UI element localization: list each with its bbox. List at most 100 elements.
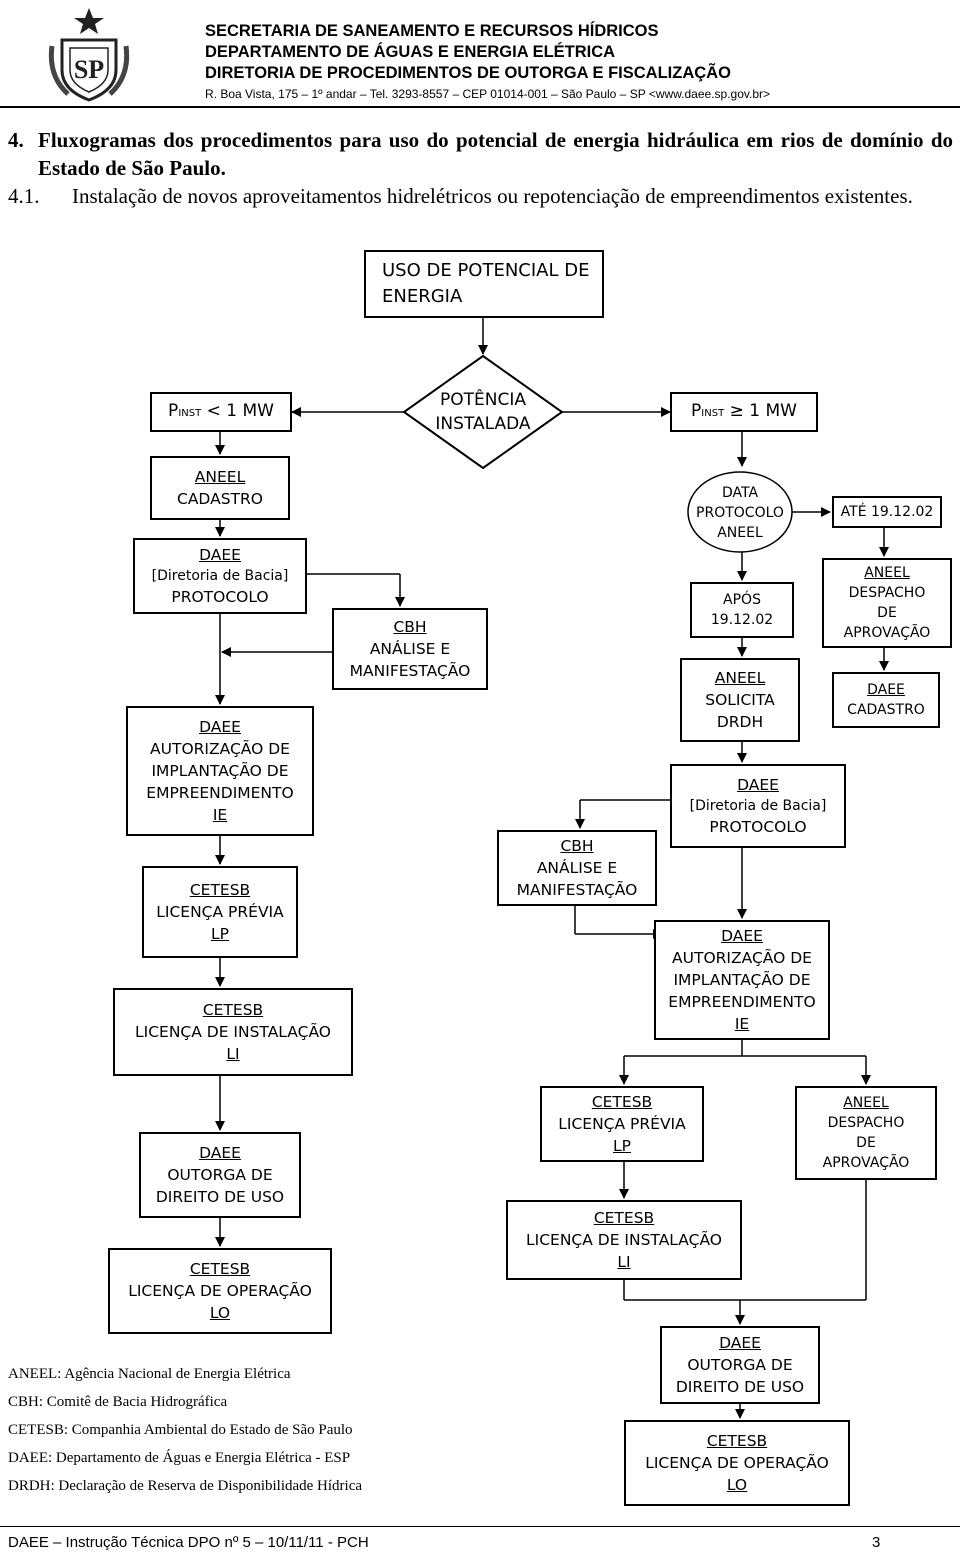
org-label: DAEE (719, 1334, 761, 1352)
start-label: USO DE POTENCIAL DE ENERGIA (382, 260, 590, 307)
decision-label: POTÊNCIA INSTALADA (435, 390, 531, 434)
org-label: CETESB (591, 1093, 653, 1111)
box-line: MANIFESTAÇÃO (349, 662, 471, 680)
box-line: DRDH (716, 713, 764, 731)
section-title: Fluxogramas dos procedimentos para uso d… (38, 128, 953, 180)
box-line: LO (209, 1304, 231, 1322)
subsection-number: 4.1. (8, 184, 40, 208)
branch-rest: 1 MW (743, 400, 797, 421)
right-cetesb-lp: CETESB LICENÇA PRÉVIA LP (540, 1086, 704, 1162)
branch-less-1mw: PINST < 1 MW (150, 392, 292, 432)
box-line: AUTORIZAÇÃO DE (150, 740, 290, 758)
box-line: PROTOCOLO (171, 588, 269, 606)
box-line: EMPREENDIMENTO (668, 993, 816, 1011)
org-label: CETESB (593, 1209, 655, 1227)
box-line: LP (211, 925, 229, 943)
org-label: ANEEL (864, 565, 910, 581)
right-cetesb-li: CETESB LICENÇA DE INSTALAÇÃO LI (506, 1200, 742, 1280)
left-cetesb-lp: CETESB LICENÇA PRÉVIA LP (142, 866, 298, 958)
box-line: DESPACHO (827, 1115, 905, 1131)
glossary-item: CBH: Comitê de Bacia Hidrográfica (8, 1394, 228, 1410)
box-line: LICENÇA PRÉVIA (558, 1115, 686, 1133)
branch-rest: < 1 MW (201, 400, 274, 421)
section-number: 4. (8, 128, 24, 152)
branch-p: P (168, 400, 179, 421)
box-line: OUTORGA DE (687, 1356, 793, 1374)
org-label: DAEE (867, 682, 905, 698)
right-daee-autorizacao: DAEE AUTORIZAÇÃO DE IMPLANTAÇÃO DE EMPRE… (654, 920, 830, 1040)
right-aneel-solicita: ANEEL SOLICITA DRDH (680, 658, 800, 742)
right-ate-date: ATÉ 19.12.02 (832, 496, 942, 528)
branch-p: P (691, 400, 702, 421)
start-box: USO DE POTENCIAL DE ENERGIA (364, 250, 604, 318)
org-label: DAEE (199, 718, 241, 736)
branch-greater-1mw: PINST ≥ 1 MW (670, 392, 818, 432)
right-daee-outorga: DAEE OUTORGA DE DIREITO DE USO (660, 1326, 820, 1404)
org-label: DAEE (199, 546, 241, 564)
glossary-item: DRDH: Declaração de Reserva de Disponibi… (8, 1478, 363, 1494)
right-data-protocolo: DATA PROTOCOLO ANEEL (690, 482, 790, 544)
subsection-title: Instalação de novos aproveitamentos hidr… (72, 184, 913, 208)
box-line: SOLICITA (705, 691, 775, 709)
box-line: IMPLANTAÇÃO DE (673, 971, 811, 989)
box-line: LICENÇA DE INSTALAÇÃO (135, 1023, 331, 1041)
box-line: LO (726, 1476, 748, 1494)
left-daee-protocolo: DAEE [Diretoria de Bacia] PROTOCOLO (133, 538, 307, 614)
left-daee-autorizacao: DAEE AUTORIZAÇÃO DE IMPLANTAÇÃO DE EMPRE… (126, 706, 314, 836)
box-line: PROTOCOLO (696, 505, 784, 521)
decision-diamond (402, 354, 564, 470)
left-daee-outorga: DAEE OUTORGA DE DIREITO DE USO (139, 1132, 301, 1218)
box-line: LI (226, 1045, 240, 1063)
right-aneel-despacho-bottom: ANEEL DESPACHO DE APROVAÇÃO (795, 1086, 937, 1180)
box-line: CADASTRO (847, 702, 925, 718)
box-line: 19.12.02 (710, 612, 774, 628)
box-line: MANIFESTAÇÃO (516, 881, 638, 899)
box-line: APROVAÇÃO (822, 1155, 910, 1171)
right-daee-cadastro: DAEE CADASTRO (832, 672, 940, 728)
org-label: ANEEL (714, 669, 766, 687)
box-line: ANEEL (717, 525, 763, 541)
box-line: IE (212, 806, 228, 824)
box-line: DE (877, 605, 897, 621)
org-label: CETESB (189, 1260, 251, 1278)
box-line: APÓS (723, 592, 761, 608)
footer-doc-id: DAEE – Instrução Técnica DPO nº 5 – 10/1… (8, 1534, 369, 1551)
box-line: LICENÇA DE OPERAÇÃO (128, 1282, 312, 1300)
box-line: ANÁLISE E (369, 640, 451, 658)
header-address: R. Boa Vista, 175 – 1º andar – Tel. 3293… (205, 87, 771, 101)
sp-seal-logo: SP (48, 6, 130, 104)
org-label: CETESB (706, 1432, 768, 1450)
box-line: IE (734, 1015, 750, 1033)
box-line: OUTORGA DE (167, 1166, 273, 1184)
glossary-item: ANEEL: Agência Nacional de Energia Elétr… (8, 1366, 291, 1382)
right-cetesb-lo: CETESB LICENÇA DE OPERAÇÃO LO (624, 1420, 850, 1506)
left-aneel-cadastro: ANEEL CADASTRO (150, 456, 290, 520)
box-line: LI (617, 1253, 631, 1271)
left-cbh-analise: CBH ANÁLISE E MANIFESTAÇÃO (332, 608, 488, 690)
box-line: DESPACHO (848, 585, 926, 601)
box-line: ANÁLISE E (536, 859, 618, 877)
org-label: CBH (393, 618, 427, 636)
box-line: [Diretoria de Bacia] (689, 798, 827, 814)
header-line-1: SECRETARIA DE SANEAMENTO E RECURSOS HÍDR… (205, 22, 659, 40)
org-label: ANEEL (194, 468, 246, 486)
box-line: [Diretoria de Bacia] (151, 568, 289, 584)
glossary-item: CETESB: Companhia Ambiental do Estado de… (8, 1422, 353, 1438)
branch-sub: INST (701, 407, 725, 419)
right-aneel-despacho-top: ANEEL DESPACHO DE APROVAÇÃO (822, 558, 952, 648)
branch-sym: ≥ (724, 400, 744, 421)
right-cbh-analise: CBH ANÁLISE E MANIFESTAÇÃO (497, 830, 657, 906)
left-cetesb-li: CETESB LICENÇA DE INSTALAÇÃO LI (113, 988, 353, 1076)
box-line: LICENÇA DE OPERAÇÃO (645, 1454, 829, 1472)
org-label: ANEEL (843, 1095, 889, 1111)
box-line: DATA (721, 485, 759, 501)
org-label: CETESB (202, 1001, 264, 1019)
box-line: CADASTRO (177, 490, 263, 508)
glossary-item: DAEE: Departamento de Águas e Energia El… (8, 1450, 351, 1466)
data-protocolo-ellipse (687, 471, 793, 553)
org-label: DAEE (737, 776, 779, 794)
right-daee-protocolo: DAEE [Diretoria de Bacia] PROTOCOLO (670, 764, 846, 848)
box-line: DIREITO DE USO (155, 1188, 285, 1206)
box-line: IMPLANTAÇÃO DE (151, 762, 289, 780)
header-line-2: DEPARTAMENTO DE ÁGUAS E ENERGIA ELÉTRICA (205, 43, 616, 61)
